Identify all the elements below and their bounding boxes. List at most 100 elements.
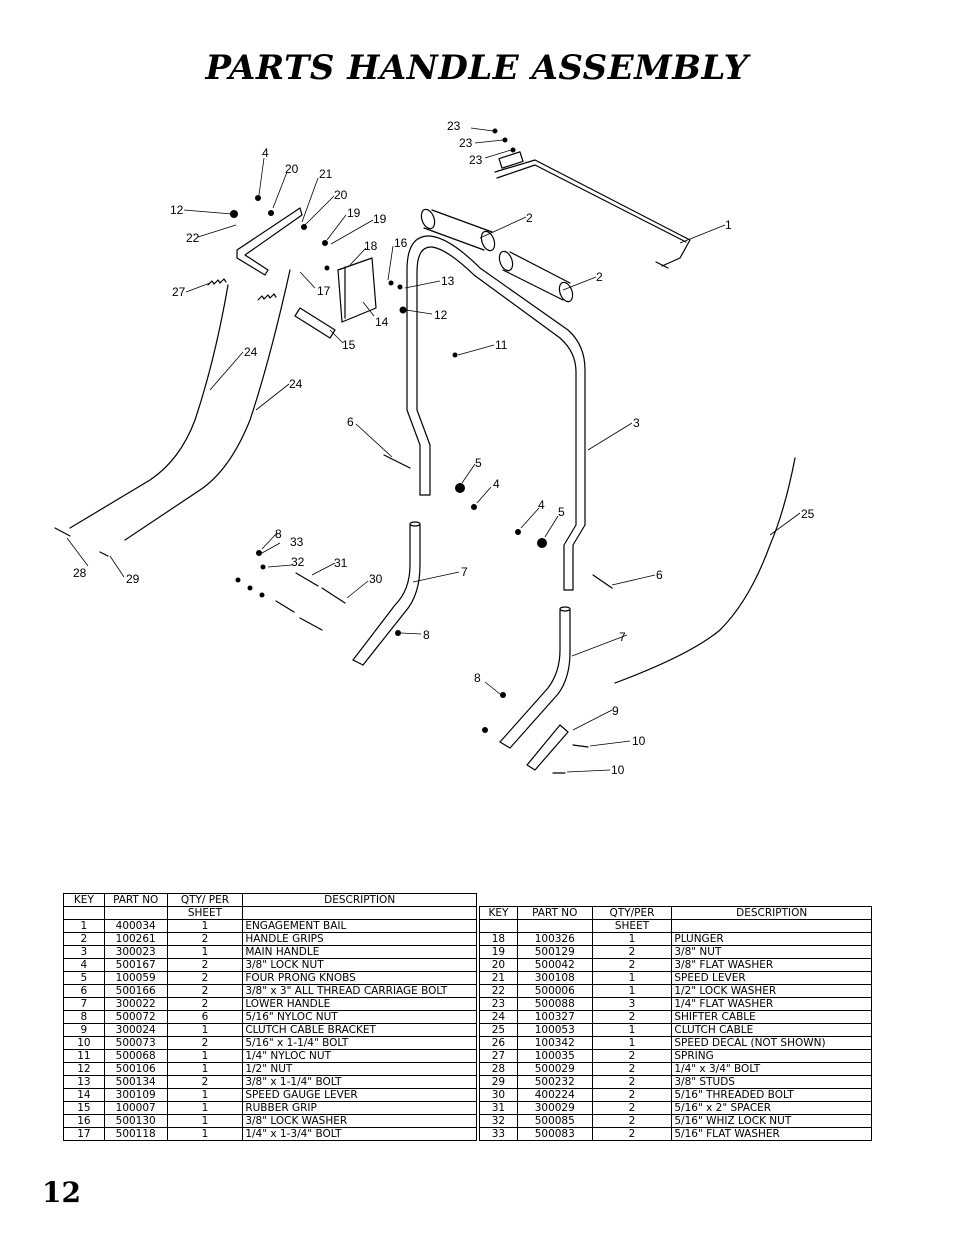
key-cell: 28 — [479, 1062, 518, 1076]
description-cell: 5/16" NYLOC NUT — [242, 1010, 477, 1024]
key-cell: 25 — [479, 1023, 518, 1037]
header-qty-sheet: SHEET — [591, 919, 673, 933]
clutch-cable-bracket — [526, 724, 569, 771]
description-cell: SPEED GAUGE LEVER — [242, 1088, 477, 1102]
header-part-no: PART NO — [516, 906, 593, 920]
key-cell: 12 — [63, 1062, 105, 1076]
key-cell: 31 — [479, 1101, 518, 1115]
callout-4: 4 — [538, 498, 545, 512]
part-no-cell: 500073 — [103, 1036, 168, 1050]
part-no-cell: 500166 — [103, 984, 168, 998]
callout-12: 12 — [170, 203, 184, 217]
callout-23: 23 — [469, 153, 483, 167]
callout-22: 22 — [186, 231, 200, 245]
callout-13: 13 — [441, 274, 455, 288]
parts-table-left: KEY PART NO QTY/ PER DESCRIPTION SHEET 1… — [63, 893, 477, 1141]
description-cell: 1/4" FLAT WASHER — [671, 997, 872, 1011]
description-cell: LOWER HANDLE — [242, 997, 477, 1011]
qty-cell: 2 — [591, 945, 673, 959]
key-cell: 13 — [63, 1075, 105, 1089]
callout-25: 25 — [801, 507, 815, 521]
threaded-bolt-lower — [299, 617, 323, 631]
callout-9: 9 — [612, 704, 619, 718]
table-header-row: SHEET — [479, 919, 872, 933]
header-qty: QTY/PER — [591, 906, 673, 920]
part-no-cell: 100059 — [103, 971, 168, 985]
header-qty: QTY/ PER — [166, 893, 244, 907]
main-handle — [406, 235, 586, 591]
callout-3: 3 — [633, 416, 640, 430]
description-cell: 1/4" NYLOC NUT — [242, 1049, 477, 1063]
part-no-cell: 300022 — [103, 997, 168, 1011]
description-cell: 5/16" THREADED BOLT — [671, 1088, 872, 1102]
table-header-row: SHEET — [63, 906, 477, 920]
callout-24: 24 — [244, 345, 258, 359]
speed-lever — [236, 207, 303, 276]
callout-19: 19 — [373, 212, 387, 226]
carriage-bolt-lower — [592, 574, 613, 589]
key-cell: 19 — [479, 945, 518, 959]
callout-1: 1 — [725, 218, 732, 232]
qty-cell: 1 — [166, 1023, 244, 1037]
key-cell: 2 — [63, 932, 105, 946]
key-cell: 4 — [63, 958, 105, 972]
description-cell: 1/4" x 3/4" BOLT — [671, 1062, 872, 1076]
header-part-no: PART NO — [103, 893, 168, 907]
part-no-cell: 100342 — [516, 1036, 593, 1050]
callout-8: 8 — [423, 628, 430, 642]
key-cell: 33 — [479, 1127, 518, 1141]
part-no-cell: 500129 — [516, 945, 593, 959]
part-no-cell: 400034 — [103, 919, 168, 933]
header-description: DESCRIPTION — [242, 893, 477, 907]
part-no-cell: 500029 — [516, 1062, 593, 1076]
qty-cell: 2 — [591, 1088, 673, 1102]
key-cell: 15 — [63, 1101, 105, 1115]
description-cell: FOUR PRONG KNOBS — [242, 971, 477, 985]
part-no-cell: 300024 — [103, 1023, 168, 1037]
qty-cell: 1 — [166, 1101, 244, 1115]
callout-6: 6 — [656, 568, 663, 582]
table-header-row: KEY PART NO QTY/ PER DESCRIPTION — [63, 893, 477, 907]
qty-cell: 3 — [591, 997, 673, 1011]
callout-7: 7 — [619, 630, 626, 644]
callout-4: 4 — [262, 146, 269, 160]
qty-cell: 1 — [591, 984, 673, 998]
qty-cell: 1 — [591, 932, 673, 946]
callout-24: 24 — [289, 377, 303, 391]
qty-cell: 2 — [591, 1114, 673, 1128]
callout-15: 15 — [342, 338, 356, 352]
part-no-cell: 500134 — [103, 1075, 168, 1089]
exploded-parts-diagram: 1 2 2 3 4 4 4 5 5 6 6 7 7 8 8 8 9 10 10 … — [54, 119, 815, 777]
qty-cell: 1 — [166, 945, 244, 959]
key-cell: 23 — [479, 997, 518, 1011]
key-cell: 10 — [63, 1036, 105, 1050]
header-description: DESCRIPTION — [671, 906, 872, 920]
callout-23: 23 — [459, 136, 473, 150]
bolt-10-upper — [572, 744, 589, 748]
callout-29: 29 — [126, 572, 140, 586]
qty-cell: 2 — [166, 932, 244, 946]
key-cell: 22 — [479, 984, 518, 998]
qty-cell: 2 — [591, 1075, 673, 1089]
callout-31: 31 — [334, 556, 348, 570]
part-no-cell: 400224 — [516, 1088, 593, 1102]
lower-handle-right — [499, 606, 571, 749]
qty-cell: 2 — [166, 1036, 244, 1050]
description-cell: CLUTCH CABLE BRACKET — [242, 1023, 477, 1037]
